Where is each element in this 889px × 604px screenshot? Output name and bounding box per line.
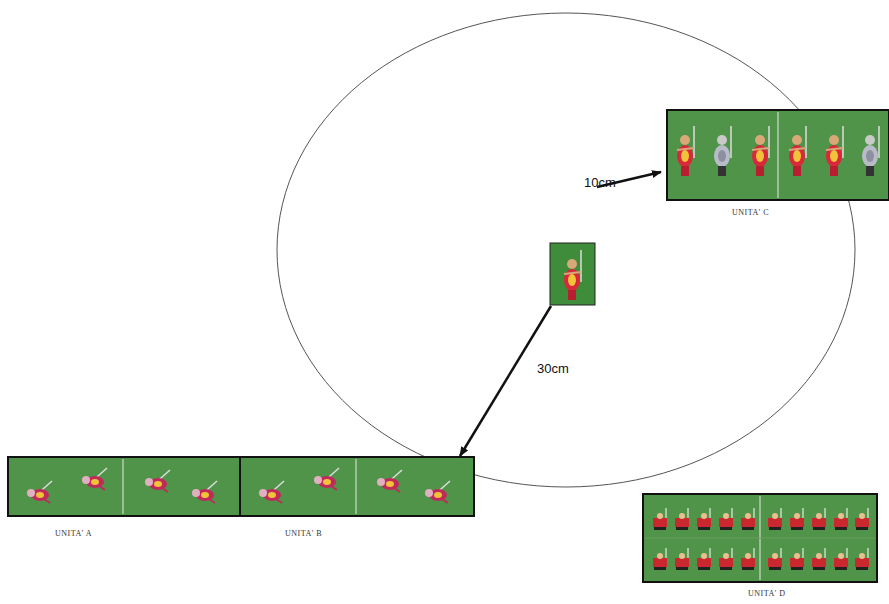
unit-panel: UNITA' A [8,457,240,542]
unit-label: UNITA' A [55,530,92,538]
unit-panel: UNITA' B [240,457,474,542]
unit-label: UNITA' B [285,530,322,538]
distance-label: 30cm [537,362,569,375]
unit-label: UNITA' C [732,209,769,217]
unit-panel: UNITA' D [643,494,877,602]
unit-panel: UNITA' C [667,110,889,221]
unit-label: UNITA' D [748,590,785,598]
distance-label: 10cm [584,176,616,189]
